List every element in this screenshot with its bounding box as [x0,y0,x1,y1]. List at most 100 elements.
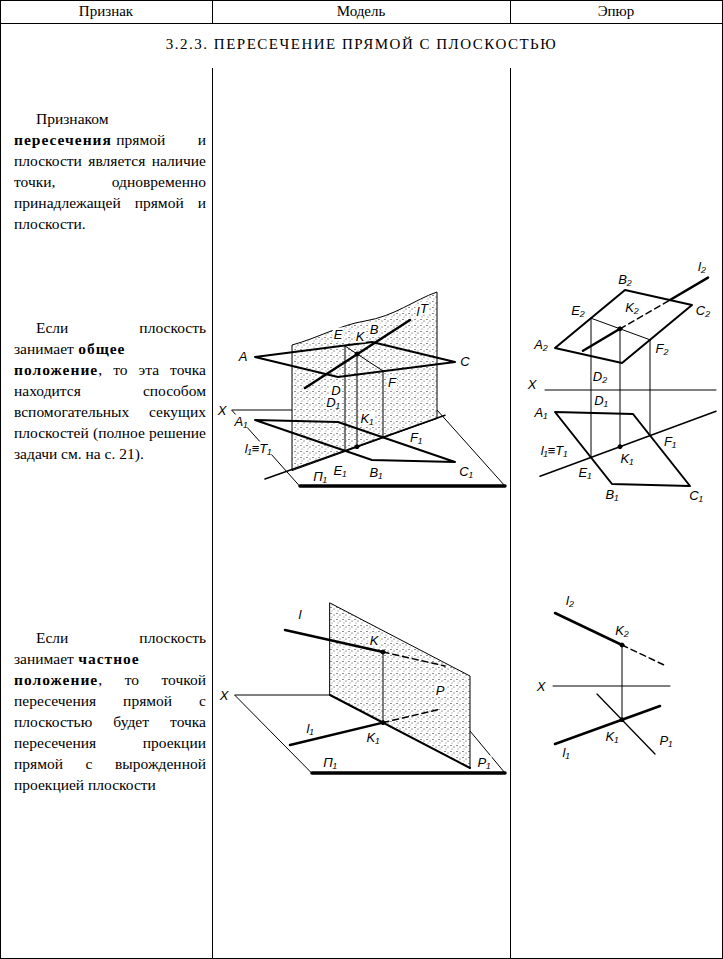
epure-general-position [555,412,690,486]
model-particular-position [381,721,385,725]
model-general-position [355,445,359,449]
paragraph: Если плоскость занимаетобщее положение, … [14,317,206,464]
paragraph: Если плоскость занимаетчастное положение… [14,627,206,795]
point-label: C₂ [695,304,711,317]
epure-general-position [650,340,651,436]
table-grid [510,0,511,24]
point-label: B [369,323,380,336]
table-grid [0,23,723,24]
epure-particular-position [622,645,623,720]
point-label: K₂ [614,624,630,637]
point-label: A [238,350,249,363]
point-label: П₁ [312,470,328,483]
table-grid [212,68,213,959]
point-label: K₁ [605,730,620,743]
epure-particular-position [622,645,665,666]
model-particular-position [235,603,505,773]
point-label: E₁ [333,464,348,477]
point-label: l [416,305,421,318]
epure-general-position [591,318,592,457]
epure-particular-position [555,706,660,744]
point-label: T [419,302,429,315]
point-label: F₂ [655,342,670,355]
point-label: K₁ [366,731,381,744]
column-header: Модель [337,3,386,20]
paragraph-text: Признаком [36,110,109,127]
point-label: K₂ [624,301,640,314]
epure-general-position [620,329,621,447]
model-particular-position [383,709,440,722]
model-particular-position [285,630,383,652]
point-label: A₁ [534,406,549,419]
model-general-position [265,415,445,479]
point-label: l₂ [697,260,707,273]
point-label: D₂ [592,370,608,383]
point-label: l₁ [562,746,571,759]
point-label: E₂ [570,304,586,317]
point-label: P₁ [477,756,492,769]
bold-term: пересечения [14,131,112,148]
model-general-position [305,320,410,388]
epure-general-position [555,290,692,363]
model-particular-position [383,652,384,723]
column-header: Эпюр [598,3,635,20]
model-particular-position [381,650,385,654]
point-label: A₂ [533,338,549,351]
paragraph: Признакомпересеченияпрямой и плоскости я… [14,108,206,234]
model-general-position [232,410,505,486]
model-particular-position [312,771,505,775]
point-label: P₁ [659,734,674,747]
point-label: l₁≡T₁ [244,442,273,455]
epure-general-position [540,411,716,476]
point-label: l₁≡T₁ [540,444,569,457]
model-particular-position [383,652,445,666]
point-label: K₁ [360,412,375,425]
epure-general-position [545,390,716,391]
epure-particular-position [553,686,670,687]
model-particular-position [330,603,470,768]
point-label: C₁ [688,489,704,502]
epure-general-position [618,445,622,449]
point-label: K [369,634,380,647]
point-label: K [355,330,366,343]
point-label: B₁ [369,466,384,479]
model-general-position [300,484,505,488]
point-label: D₁ [325,396,341,409]
point-label: C [459,355,470,368]
point-label: П₁ [322,756,338,769]
epure-general-position [583,329,620,351]
model-general-position [355,352,359,356]
model-particular-position [330,603,470,768]
epure-general-position [618,327,622,331]
point-label: l [298,608,303,621]
point-label: B₁ [605,488,620,501]
point-label: X [217,404,228,417]
point-label: l₁ [306,722,315,735]
model-general-position [255,420,455,462]
epure-general-position [620,300,670,329]
point-label: X [527,378,538,391]
point-label: F₁ [409,431,423,444]
point-label: D₁ [593,394,609,407]
point-label: C₁ [458,465,474,478]
model-general-position [383,371,384,437]
point-label: F₁ [663,435,677,448]
point-label: E₁ [578,466,593,479]
column-header: Признак [79,3,133,20]
epure-particular-position [620,718,624,722]
model-general-position [357,354,358,447]
table-grid [212,0,213,24]
point-label: X [536,680,547,693]
epure-general-position [591,318,650,340]
point-label: E [333,328,344,341]
point-label: X [219,689,230,702]
section-title: 3.2.3. ПЕРЕСЕЧЕНИЕ ПРЯМОЙ С ПЛОСКОСТЬЮ [0,36,723,53]
epure-particular-position [597,694,655,754]
model-general-position [232,292,505,486]
model-general-position [255,342,455,377]
point-label: F [387,376,397,389]
